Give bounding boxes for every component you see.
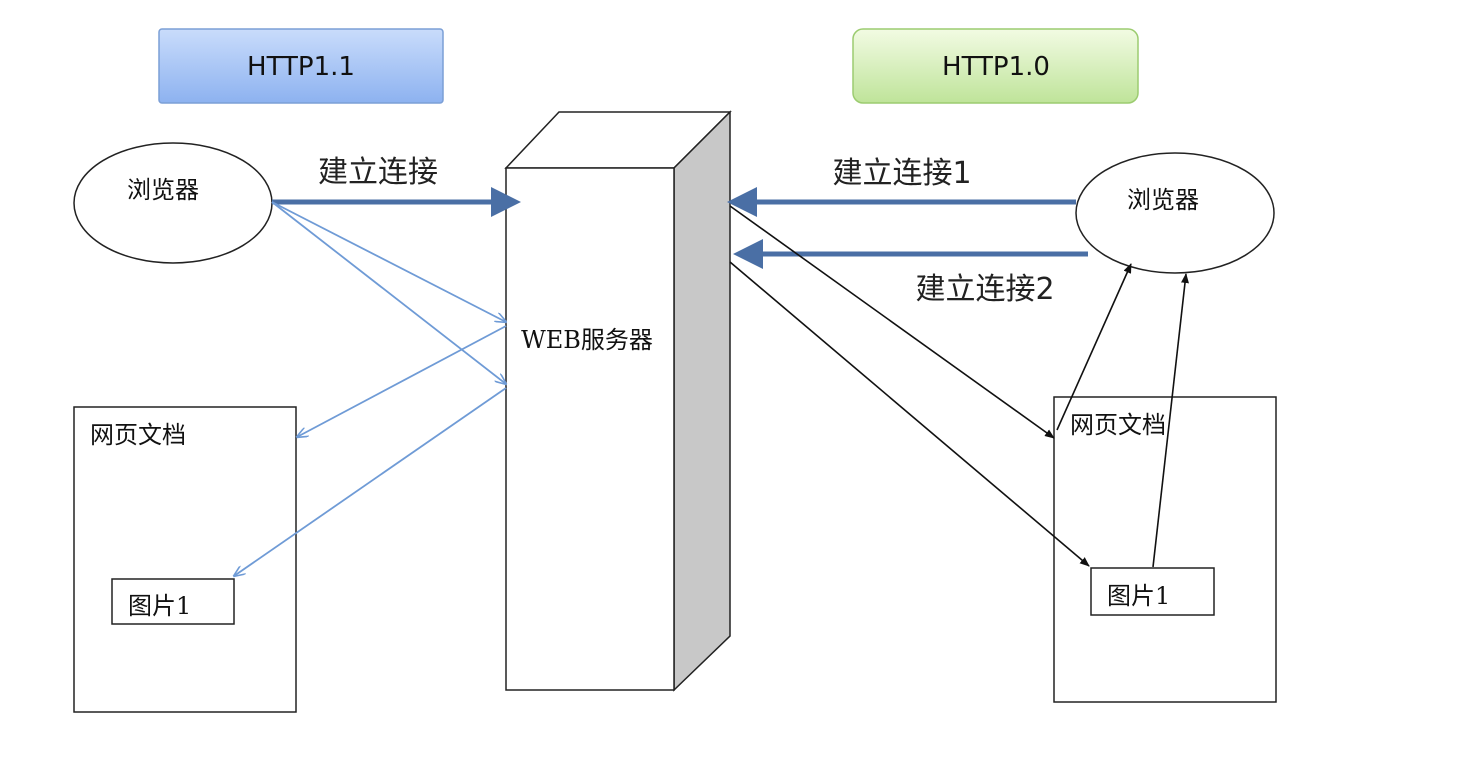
right-browser-node: 浏览器 <box>1075 152 1275 274</box>
right-document-label: 网页文档 <box>1070 411 1166 439</box>
right-document-request-arrow <box>1056 263 1132 431</box>
right-browser-label: 浏览器 <box>1127 186 1199 214</box>
left-document-node: 网页文档 图片1 <box>73 406 297 713</box>
http10-label-box: HTTP1.0 <box>852 28 1139 104</box>
right-image-request-arrow <box>1152 273 1189 568</box>
right-connect1-label: 建立连接1 <box>832 156 971 191</box>
left-image-box <box>111 578 235 625</box>
left-response-image-arrow <box>234 387 507 576</box>
left-browser-node: 浏览器 <box>73 142 273 264</box>
right-response-document-arrow <box>729 205 1055 439</box>
http10-label: HTTP1.0 <box>942 52 1050 82</box>
web-server-node: WEB服务器 <box>504 110 732 692</box>
http11-label-box: HTTP1.1 <box>158 28 444 104</box>
right-document-node: 网页文档 图片1 <box>1053 396 1277 703</box>
left-connect-label: 建立连接 <box>318 155 438 190</box>
left-image-label: 图片1 <box>128 592 191 620</box>
web-server-label: WEB服务器 <box>521 326 653 354</box>
left-request-arrow-1 <box>271 201 506 322</box>
left-request-arrow-2 <box>271 201 506 384</box>
right-image-label: 图片1 <box>1107 582 1170 610</box>
left-response-document-arrow <box>297 325 507 437</box>
right-image-box <box>1090 567 1215 616</box>
left-browser-label: 浏览器 <box>127 176 199 204</box>
http11-label: HTTP1.1 <box>247 52 355 82</box>
left-document-label: 网页文档 <box>90 421 186 449</box>
right-response-image-arrow <box>729 261 1090 567</box>
right-connect2-label: 建立连接2 <box>915 272 1054 307</box>
